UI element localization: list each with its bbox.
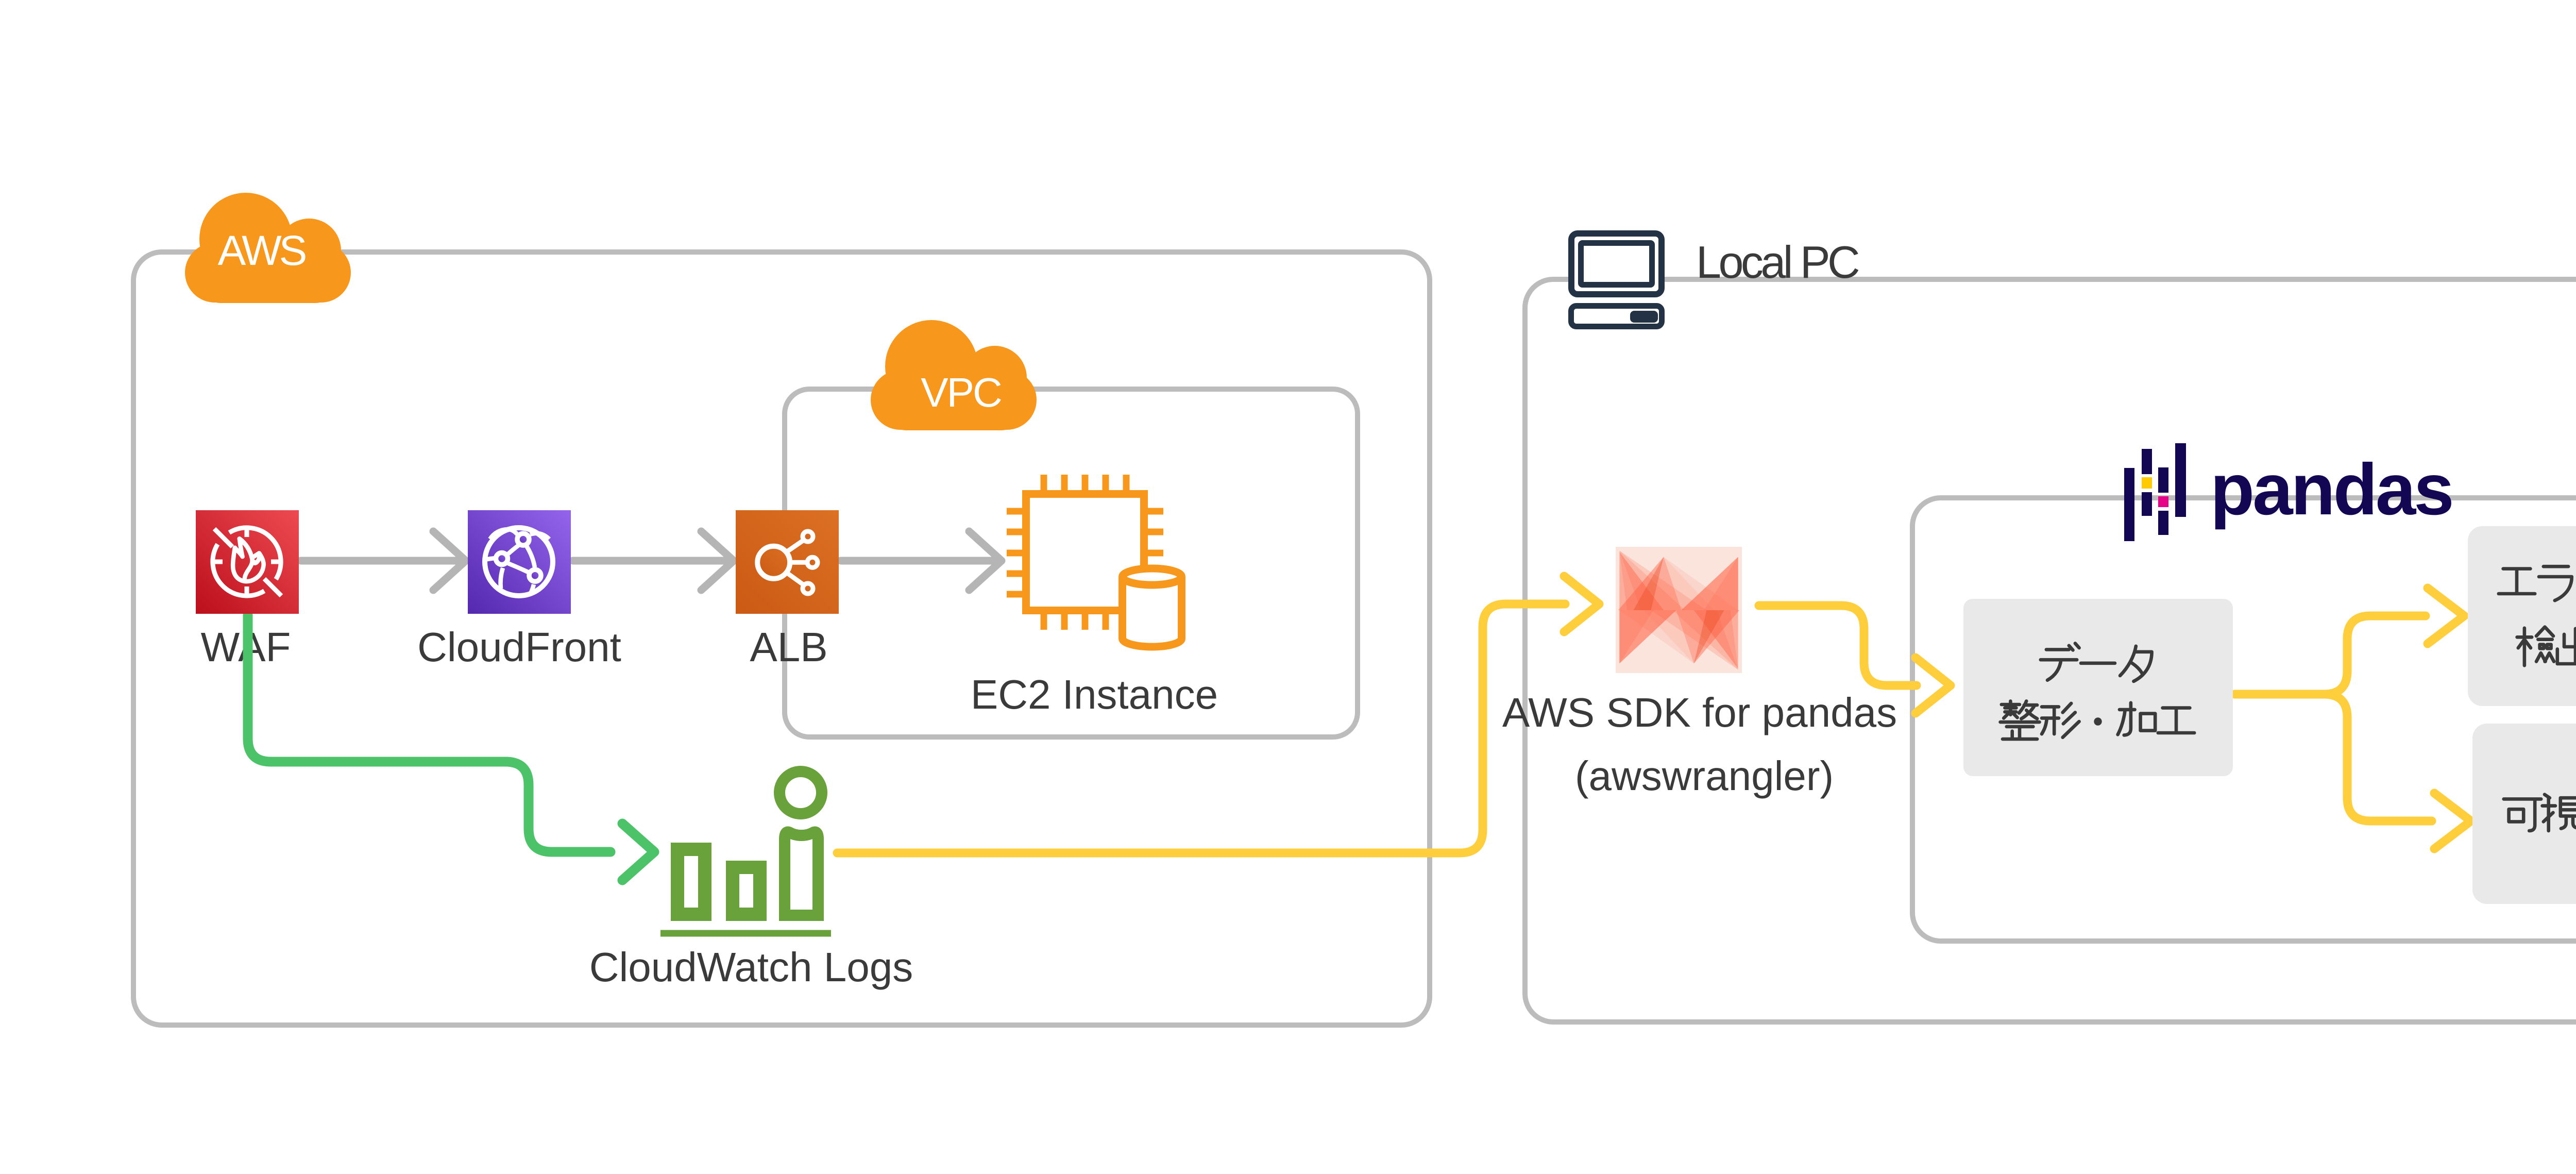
svg-text:pandas: pandas <box>2210 448 2452 530</box>
svg-text:CloudWatch Logs: CloudWatch Logs <box>589 944 913 990</box>
svg-text:CloudFront: CloudFront <box>417 624 621 670</box>
svg-text:EC2 Instance: EC2 Instance <box>971 672 1218 717</box>
svg-text:Local PC: Local PC <box>1696 237 1859 288</box>
svg-text:ALB: ALB <box>750 624 827 670</box>
svg-text:AWS: AWS <box>218 227 306 274</box>
svg-text:VPC: VPC <box>921 370 1001 415</box>
svg-text:(awswrangler): (awswrangler) <box>1575 753 1834 799</box>
svg-text:AWS SDK for pandas: AWS SDK for pandas <box>1502 690 1897 735</box>
